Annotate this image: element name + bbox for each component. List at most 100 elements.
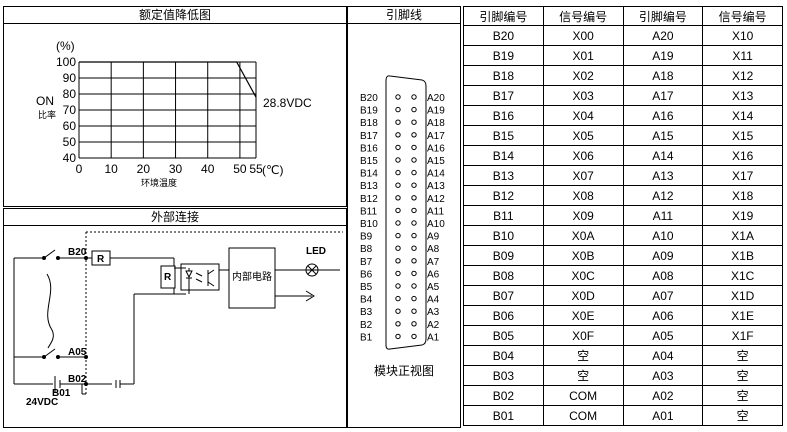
pin-panel <box>347 6 461 428</box>
table-cell: B06 <box>463 305 544 326</box>
table-cell: X06 <box>542 145 624 166</box>
table-cell: X14 <box>702 105 783 126</box>
table-cell: B20 <box>463 25 544 46</box>
table-cell: B03 <box>463 365 544 386</box>
pin-table-header: 引脚编号 信号编号 引脚编号 信号编号 <box>463 6 783 26</box>
table-cell: X05 <box>542 125 624 146</box>
table-cell: B18 <box>463 65 544 86</box>
table-cell: B08 <box>463 265 544 286</box>
table-cell: X15 <box>702 125 783 146</box>
table-cell: X1E <box>702 305 783 326</box>
table-cell: B05 <box>463 325 544 346</box>
table-cell: X00 <box>542 25 624 46</box>
table-cell: A20 <box>622 25 704 46</box>
table-cell: X1C <box>702 265 783 286</box>
table-cell: A12 <box>622 185 704 206</box>
table-cell: A11 <box>622 205 704 226</box>
table-cell: 空 <box>702 345 783 366</box>
table-cell: X16 <box>702 145 783 166</box>
table-cell: A14 <box>622 145 704 166</box>
table-cell: A01 <box>622 405 704 426</box>
table-cell: A07 <box>622 285 704 306</box>
table-cell: X1A <box>702 225 783 246</box>
table-cell: A17 <box>622 85 704 106</box>
table-cell: X09 <box>542 205 624 226</box>
table-cell: B04 <box>463 345 544 366</box>
table-cell: A08 <box>622 265 704 286</box>
table-cell: A10 <box>622 225 704 246</box>
table-cell: B12 <box>463 185 544 206</box>
header-signal-no-1: 信号编号 <box>542 6 624 26</box>
table-cell: A05 <box>622 325 704 346</box>
external-title: 外部连接 <box>4 209 346 226</box>
header-signal-no-2: 信号编号 <box>702 6 783 26</box>
table-cell: 空 <box>542 365 624 386</box>
table-cell: X1F <box>702 325 783 346</box>
table-cell: 空 <box>702 365 783 386</box>
table-cell: X0C <box>542 265 624 286</box>
table-cell: X1B <box>702 245 783 266</box>
table-cell: B09 <box>463 245 544 266</box>
table-cell: B15 <box>463 125 544 146</box>
table-cell: A02 <box>622 385 704 406</box>
table-cell: X11 <box>702 45 783 66</box>
table-cell: B16 <box>463 105 544 126</box>
table-cell: X08 <box>542 185 624 206</box>
table-cell: A06 <box>622 305 704 326</box>
table-cell: X13 <box>702 85 783 106</box>
header-pin-no-1: 引脚编号 <box>463 6 544 26</box>
table-cell: X0A <box>542 225 624 246</box>
table-cell: X07 <box>542 165 624 186</box>
table-cell: B01 <box>463 405 544 426</box>
table-cell: A18 <box>622 65 704 86</box>
table-cell: X12 <box>702 65 783 86</box>
table-cell: A04 <box>622 345 704 366</box>
table-cell: 空 <box>542 345 624 366</box>
table-cell: X18 <box>702 185 783 206</box>
table-cell: X0F <box>542 325 624 346</box>
table-cell: A13 <box>622 165 704 186</box>
table-cell: X03 <box>542 85 624 106</box>
pin-title: 引脚线 <box>348 7 460 24</box>
table-cell: COM <box>542 385 624 406</box>
table-cell: X04 <box>542 105 624 126</box>
external-panel <box>3 208 347 428</box>
table-cell: A09 <box>622 245 704 266</box>
table-cell: 空 <box>702 385 783 406</box>
derating-panel <box>3 6 347 207</box>
table-cell: A19 <box>622 45 704 66</box>
table-cell: B19 <box>463 45 544 66</box>
table-cell: A15 <box>622 125 704 146</box>
table-cell: COM <box>542 405 624 426</box>
table-cell: 空 <box>702 405 783 426</box>
table-cell: X17 <box>702 165 783 186</box>
table-cell: B13 <box>463 165 544 186</box>
table-cell: B11 <box>463 205 544 226</box>
table-cell: A16 <box>622 105 704 126</box>
table-cell: B07 <box>463 285 544 306</box>
header-pin-no-2: 引脚编号 <box>622 6 704 26</box>
table-cell: X19 <box>702 205 783 226</box>
table-cell: B10 <box>463 225 544 246</box>
table-cell: B14 <box>463 145 544 166</box>
